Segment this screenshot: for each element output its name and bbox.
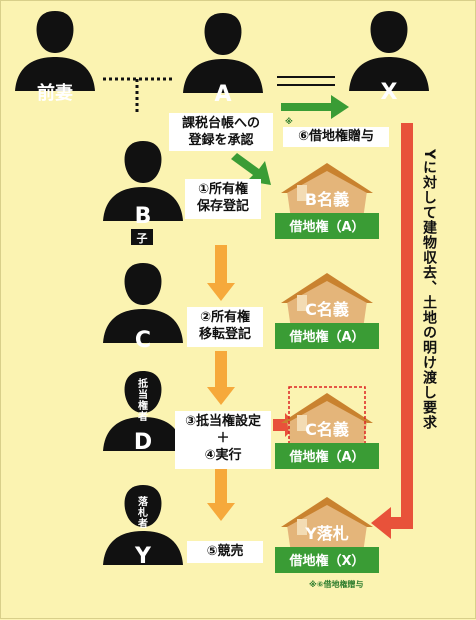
house-owner-1: B名義 — [305, 190, 349, 209]
a-silhouette — [183, 13, 263, 93]
house-owner-3: C名義 — [305, 420, 349, 439]
lease-label-1: 借地権（A） — [288, 219, 364, 235]
approve-line-1: 課税台帳への — [181, 116, 260, 131]
b-label: B — [135, 204, 152, 229]
y-tag: 落札者 — [137, 495, 149, 530]
step2-line-2: 移転登記 — [198, 327, 251, 342]
lease-block-4 — [275, 547, 379, 573]
step3-box: ③抵当権設定 ＋ ④実行 — [175, 411, 271, 469]
demand-arrow — [371, 123, 413, 539]
gift-note-mark: ※ — [285, 117, 293, 126]
gift-box: ⑥借地権贈与 — [283, 127, 389, 147]
step3-line-2: ④実行 — [204, 448, 242, 463]
approve-line-2: 登録を承認 — [188, 133, 254, 148]
mortgage-highlight — [288, 386, 366, 448]
house-owner-2: C名義 — [305, 300, 349, 319]
step1-line-1: ①所有権 — [197, 182, 248, 197]
step-arrow-2 — [207, 351, 235, 405]
ex-wife-label: 前妻 — [37, 82, 73, 104]
step3-plus: ＋ — [216, 431, 230, 446]
lease-label-3: 借地権（A） — [288, 449, 364, 465]
d-label: D — [134, 430, 152, 455]
a-label: A — [214, 82, 231, 107]
lease-block-2 — [275, 323, 379, 349]
y-label: Y — [134, 544, 152, 569]
step5-box: ⑤競売 — [187, 541, 263, 563]
approve-box: 課税台帳への 登録を承認 — [169, 113, 273, 151]
b-tag-bg — [131, 229, 153, 245]
step3-line-1: ③抵当権設定 — [184, 414, 261, 429]
lease-label-2: 借地権（A） — [288, 329, 364, 345]
approve-arrow — [231, 153, 271, 185]
step2-box: ②所有権 移転登記 — [187, 307, 263, 347]
d-tag: 抵当権者 — [137, 377, 148, 423]
c-label: C — [135, 328, 151, 353]
step1-box: ①所有権 保存登記 — [185, 179, 261, 219]
ex-wife-silhouette — [15, 11, 95, 91]
footnote: ※⑥借地権贈与 — [309, 580, 364, 589]
x-silhouette — [349, 11, 429, 91]
lease-block-1 — [275, 213, 379, 239]
lease-label-4: 借地権（X） — [288, 553, 364, 569]
step2-line-1: ②所有権 — [199, 310, 250, 325]
step-arrow-3 — [207, 469, 235, 521]
step1-line-2: 保存登記 — [196, 199, 249, 214]
demand-text: Yに対して建物収去、土地の明け渡し要求 — [421, 149, 437, 431]
gift-arrow — [281, 95, 349, 119]
x-label: X — [381, 80, 398, 105]
house-owner-4: Y落札 — [304, 524, 349, 543]
b-tag: 子 — [137, 232, 148, 245]
lease-block-3 — [275, 443, 379, 469]
step-arrow-1 — [207, 245, 235, 301]
